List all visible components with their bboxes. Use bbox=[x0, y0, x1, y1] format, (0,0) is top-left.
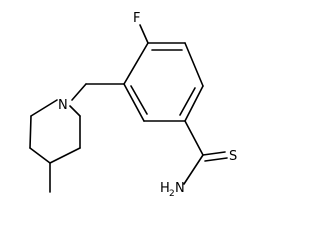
bond-c-f bbox=[139, 24, 149, 44]
bond-c-s-2 bbox=[204, 157, 228, 162]
ring-double-bond-c3-c4 bbox=[179, 87, 196, 116]
ring-double-bond-c5-c6 bbox=[130, 85, 148, 115]
nitrogen-label: N bbox=[58, 98, 68, 113]
pip-bond-c4-c5 bbox=[49, 147, 81, 164]
pip-bond-c3-c4 bbox=[29, 147, 51, 164]
ring-bond-c5-c6 bbox=[123, 83, 145, 122]
fluorine-label: F bbox=[133, 11, 140, 26]
amine-n-label: N bbox=[175, 181, 185, 196]
amine-h-label: H bbox=[160, 181, 170, 196]
ring-bond-c6-c1 bbox=[123, 42, 149, 85]
molecule-canvas: F N S H 2 N bbox=[29, 11, 238, 199]
benzene-ring bbox=[123, 42, 204, 122]
structure-diagram: F N S H 2 N bbox=[29, 11, 237, 199]
bond-c-s-1 bbox=[202, 151, 226, 156]
pip-bond-c6-n bbox=[69, 105, 81, 117]
pip-bond-n-c2 bbox=[30, 99, 58, 117]
bond-ch2-n bbox=[71, 83, 87, 101]
bond-ring-thioamide-c bbox=[184, 120, 204, 156]
bond-c-nh2 bbox=[183, 154, 204, 185]
sulfur-label: S bbox=[229, 149, 237, 164]
ring-bond-c3-c4 bbox=[184, 85, 204, 122]
ring-bond-c2-c3 bbox=[184, 42, 204, 87]
amine-subscript-label: 2 bbox=[169, 189, 175, 199]
piperidine-ring bbox=[29, 99, 81, 164]
pip-bond-c2-c3 bbox=[29, 115, 32, 149]
